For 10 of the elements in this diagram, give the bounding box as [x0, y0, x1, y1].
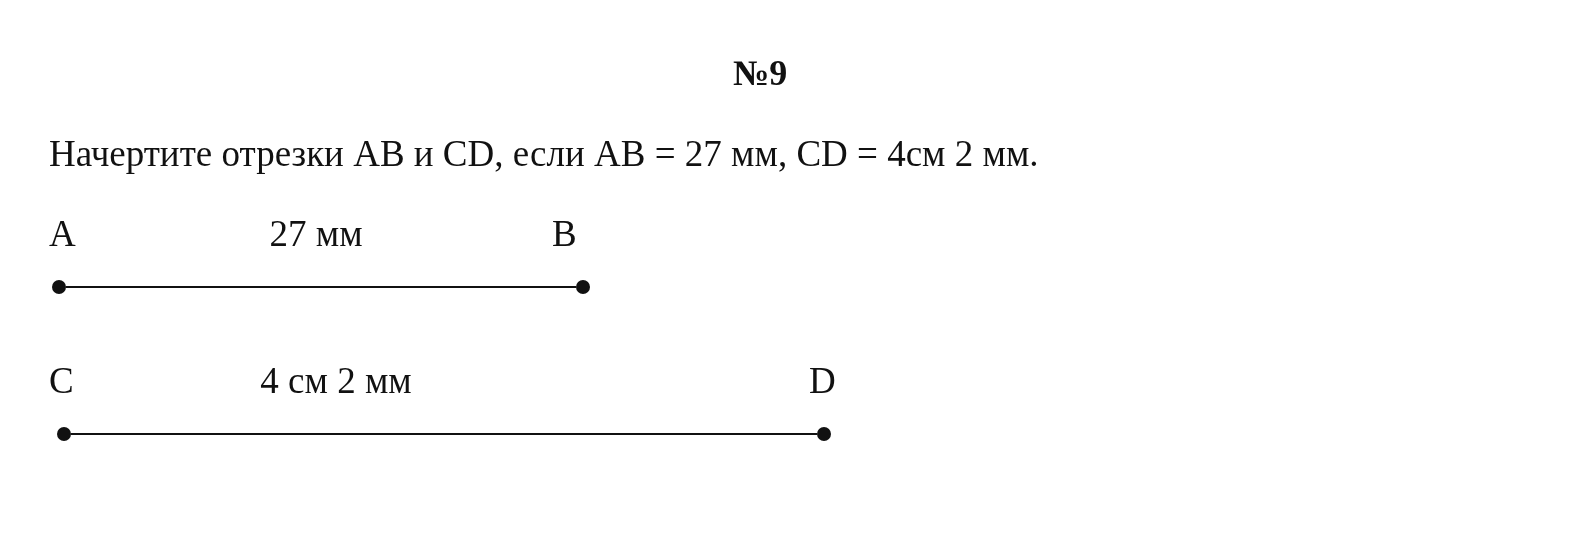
point-label: D — [809, 362, 836, 399]
line-segment — [65, 286, 577, 288]
point-label: C — [49, 362, 74, 399]
point-label: B — [552, 215, 577, 252]
task-number: №9 — [733, 52, 788, 94]
length-label: 27 мм — [269, 215, 363, 252]
task-text: Начертите отрезки AB и CD, если AB = 27 мм, CD = 4см 2 мм. — [49, 132, 1039, 175]
point-label: A — [49, 215, 76, 252]
length-label: 4 см 2 мм — [260, 362, 412, 399]
line-segment — [70, 433, 818, 435]
